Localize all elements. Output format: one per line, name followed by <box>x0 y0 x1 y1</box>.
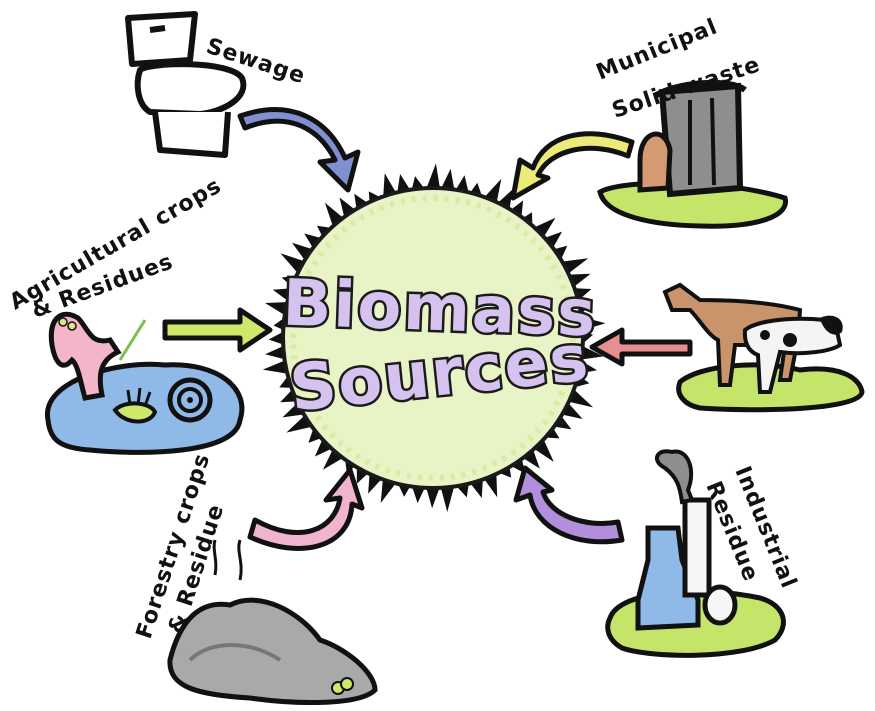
arrow-industrial <box>516 468 622 542</box>
toilet-icon <box>128 14 243 155</box>
arrow-forestry <box>250 470 362 548</box>
horse-cow-icon <box>665 285 862 410</box>
arrow-animal <box>592 330 690 364</box>
arrow-sewage <box>240 110 358 190</box>
arrow-agri <box>165 310 270 350</box>
